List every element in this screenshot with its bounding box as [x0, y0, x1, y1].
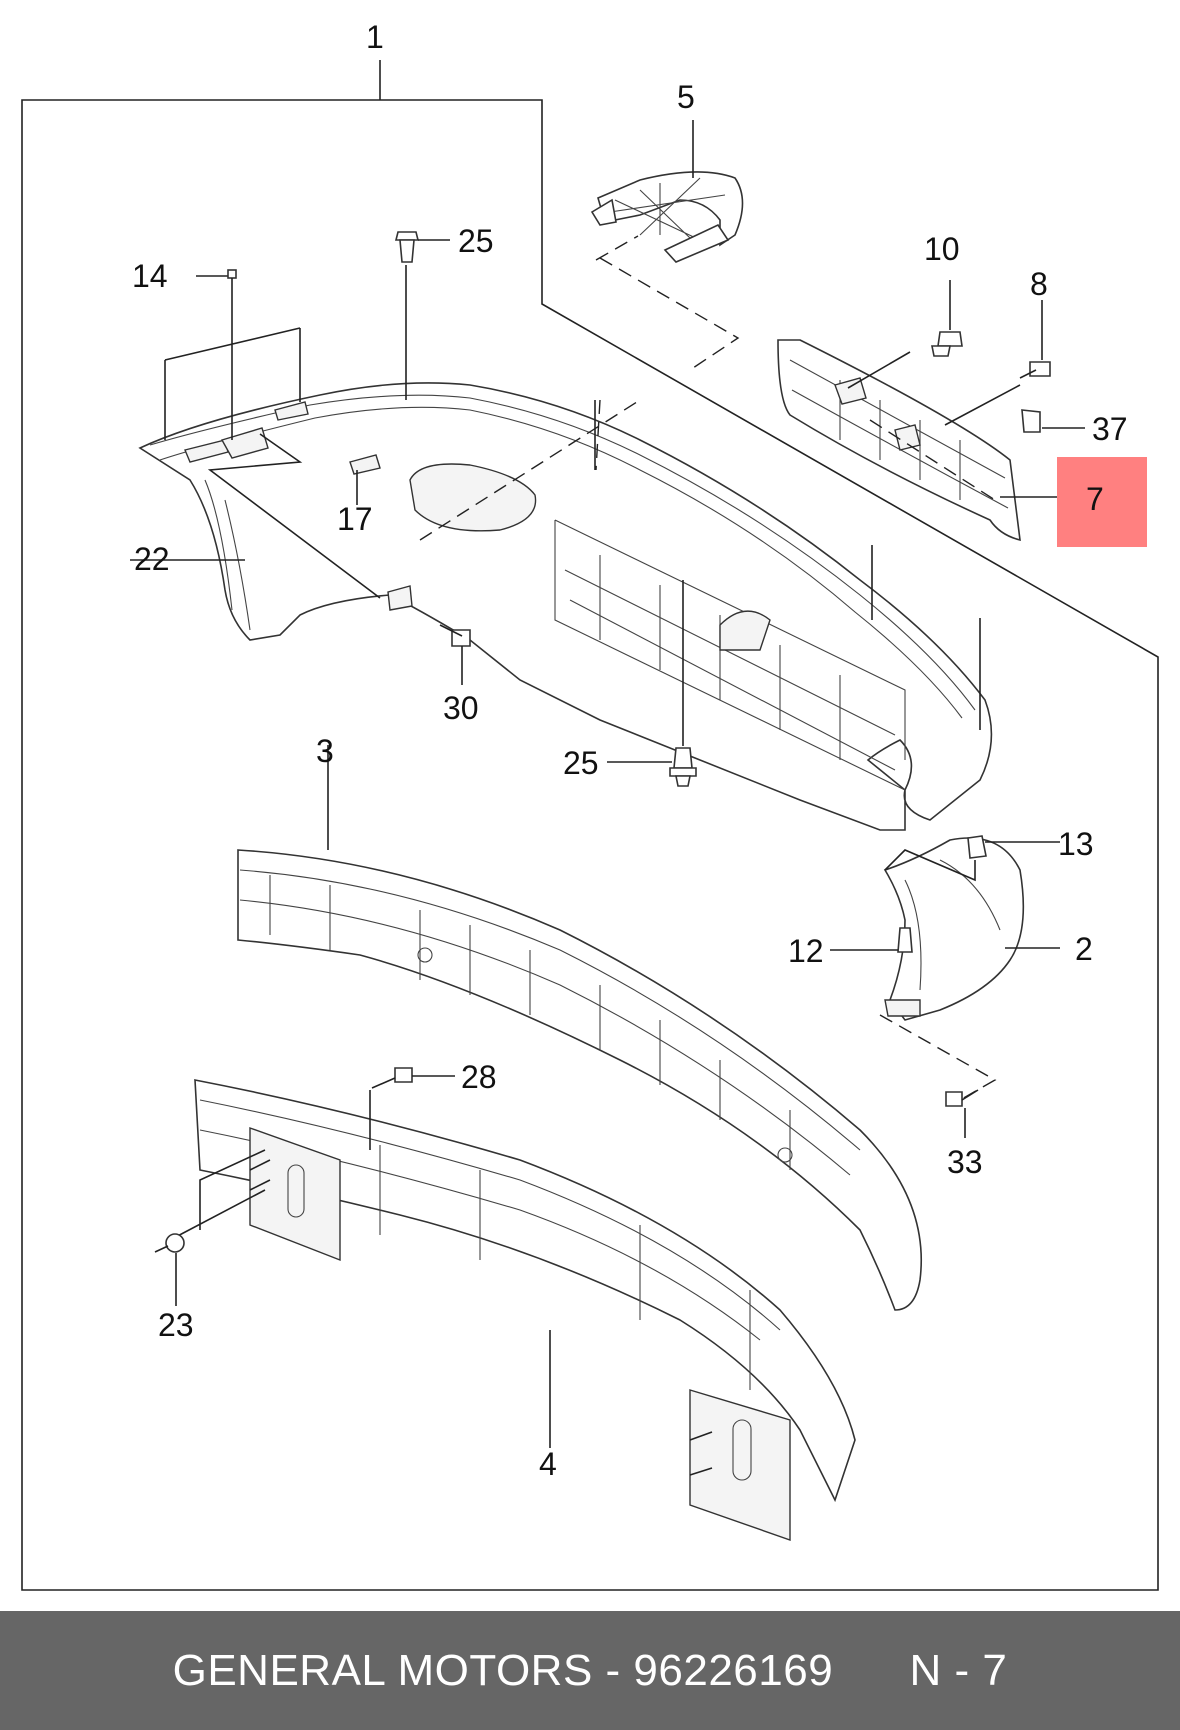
- leader-10-8: [847, 351, 1021, 426]
- footer-text: GENERAL MOTORS - 96226169 N - 7: [173, 1646, 1008, 1696]
- page-reference: N - 7: [909, 1645, 1008, 1695]
- callout-12: 12: [788, 933, 824, 969]
- part-5-grille: [590, 171, 744, 263]
- nut-23: [154, 1233, 185, 1253]
- leader-17-30: [207, 433, 381, 599]
- screw-30: [439, 624, 471, 647]
- callout-28: 28: [461, 1059, 497, 1095]
- callout-23: 23: [158, 1307, 194, 1343]
- callout-5: 5: [677, 79, 695, 115]
- callout-8: 8: [1030, 266, 1048, 302]
- callout-14: 14: [132, 258, 168, 294]
- parts-diagram: 1 5 25 10 8 14 37 7 17 22 30 3 25 13 12 …: [21, 19, 1159, 1591]
- part-3-absorber: [237, 849, 923, 1311]
- callout-33: 33: [947, 1144, 983, 1180]
- callout-25-bottom: 25: [563, 745, 599, 781]
- callout-7: 7: [1086, 481, 1104, 517]
- part-2-corner: [883, 837, 1025, 1021]
- leader-fascia-clips: [594, 400, 981, 730]
- bolt-8: [1019, 361, 1051, 379]
- brand-name: GENERAL MOTORS: [172, 1645, 593, 1695]
- clip-13: [967, 835, 987, 859]
- bolt-28: [371, 1067, 413, 1089]
- callout-7-highlight: [1057, 457, 1147, 547]
- callout-25-top: 25: [458, 223, 494, 259]
- assembly-frame: [21, 99, 1159, 1591]
- callout-10: 10: [924, 231, 960, 267]
- clip-25-top: [394, 231, 420, 263]
- dashed-5: [595, 235, 740, 371]
- callout-1: 1: [366, 19, 384, 55]
- leader-23-bracket: [169, 1149, 266, 1241]
- separator: -: [592, 1645, 634, 1695]
- callout-3: 3: [316, 733, 334, 769]
- bracket-13: [884, 849, 976, 882]
- dashed-33: [879, 1014, 997, 1101]
- callout-22: 22: [134, 541, 170, 577]
- callout-4: 4: [539, 1446, 557, 1482]
- callout-13: 13: [1058, 826, 1094, 862]
- screw-33: [945, 1089, 979, 1107]
- part-4-beam: [194, 1079, 856, 1541]
- part-1-bumper-fascia: [138, 382, 993, 831]
- callout-30: 30: [443, 690, 479, 726]
- footer-bar: GENERAL MOTORS - 96226169 N - 7: [0, 1611, 1180, 1730]
- part-number: 96226169: [633, 1645, 834, 1695]
- bolt-10: [931, 331, 963, 357]
- dashed-7: [869, 419, 996, 501]
- dashed-fascia: [419, 399, 641, 541]
- screw-12: [897, 927, 913, 953]
- part-7-panel: [777, 339, 1021, 542]
- callout-2: 2: [1075, 931, 1093, 967]
- callout-17: 17: [337, 501, 373, 537]
- clip-37: [1021, 409, 1041, 433]
- clip-25-bottom: [669, 747, 697, 787]
- callout-37: 37: [1092, 411, 1128, 447]
- screw-14: [227, 269, 237, 300]
- leader-14: [164, 300, 301, 440]
